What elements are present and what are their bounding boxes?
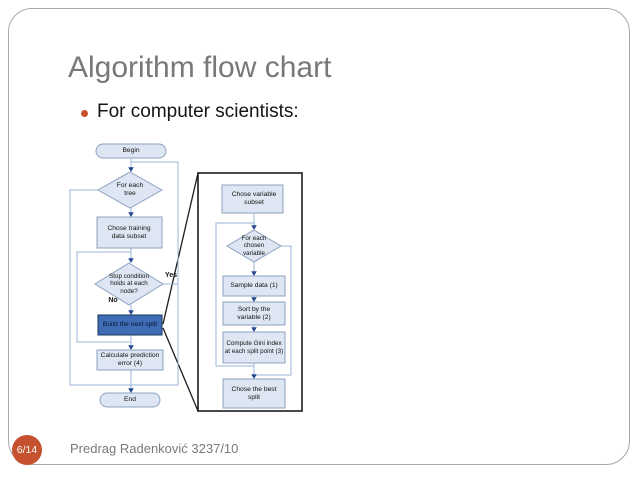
bypass-line	[131, 161, 179, 386]
bullet-item: For computer scientists:	[81, 101, 299, 123]
arrow-down-icon	[128, 310, 134, 315]
sort-variable-node	[222, 301, 286, 326]
callout-line-bottom	[162, 327, 199, 412]
bullet-marker-icon	[81, 109, 88, 117]
footer-author: Predrag Radenković 3237/10	[70, 441, 239, 456]
arrow-down-icon	[128, 388, 134, 393]
split-loop-line	[76, 251, 131, 343]
page-title: Algorithm flow chart	[68, 51, 332, 84]
detail-box	[197, 172, 303, 412]
variable-loop-line	[215, 222, 254, 367]
arrow-down-icon	[128, 167, 134, 172]
no-label: No	[108, 296, 118, 304]
arrow-down-icon	[251, 297, 257, 302]
stop-condition-node	[94, 262, 164, 306]
callout-line-top	[162, 172, 199, 325]
end-label: End	[124, 396, 136, 404]
arrow-down-icon	[251, 271, 257, 276]
begin-node	[95, 143, 167, 159]
arrow-down-icon	[251, 374, 257, 379]
sample-data-node	[222, 275, 286, 297]
arrow-down-icon	[251, 225, 257, 230]
flowchart: Begin For each tree Chose training data …	[55, 138, 315, 428]
calc-error-node	[96, 349, 164, 371]
compute-gini-node	[222, 331, 286, 364]
for-each-tree-node	[96, 171, 164, 209]
begin-label: Begin	[122, 147, 140, 155]
build-split-label: Build the next split	[102, 321, 158, 329]
chose-variable-label: Chose variable subset	[231, 191, 277, 206]
calc-error-label: Calculate prediction error (4)	[100, 352, 160, 367]
yes-label: Yes	[164, 271, 178, 279]
arrow-down-icon	[128, 345, 134, 350]
tree-loop-line	[69, 189, 131, 386]
arrow-down-icon	[128, 258, 134, 263]
arrow-down-icon	[251, 327, 257, 332]
best-split-node	[222, 378, 286, 409]
build-split-node	[97, 314, 163, 336]
sample-data-label: Sample data (1)	[230, 282, 278, 290]
compute-gini-label: Compute Gini index at each split point (…	[224, 340, 284, 355]
for-each-variable-label: For each chosen variable	[241, 234, 267, 257]
for-each-variable-node	[226, 229, 282, 263]
stop-condition-label: Stop condition holds at each node?	[109, 272, 149, 295]
chose-training-node	[96, 216, 163, 249]
best-split-label: Chose the best split	[231, 385, 277, 401]
page-number-badge: 6/14	[12, 435, 42, 465]
chose-variable-node	[221, 184, 284, 214]
bullet-text: For computer scientists:	[97, 101, 299, 122]
flowchart-canvas	[69, 143, 303, 412]
slide-border-frame	[8, 8, 630, 465]
done-branch-line	[254, 245, 292, 376]
end-node	[99, 392, 161, 408]
chose-training-label: Chose training data subset	[107, 224, 151, 240]
sort-variable-label: Sort by the variable (2)	[237, 305, 271, 321]
arrow-down-icon	[128, 212, 134, 217]
for-each-tree-label: For each tree	[116, 182, 144, 197]
